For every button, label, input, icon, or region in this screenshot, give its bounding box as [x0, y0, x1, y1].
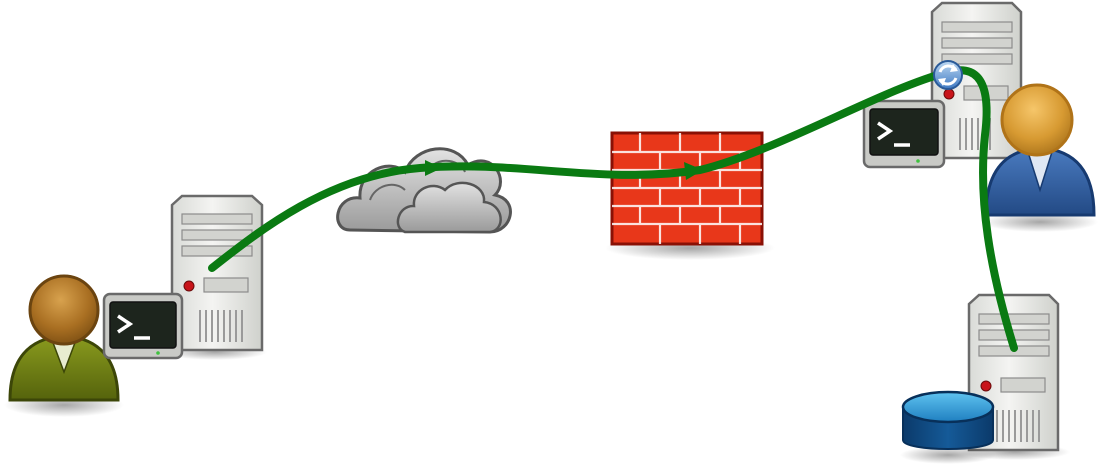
user-left-icon — [4, 274, 124, 417]
firewall-icon — [605, 131, 775, 260]
arrow-marker-firewall — [684, 162, 703, 180]
terminal-right-icon — [862, 99, 946, 169]
database-icon — [900, 390, 996, 464]
terminal-left-icon — [102, 292, 184, 360]
sync-icon — [933, 60, 963, 90]
user-right-icon — [982, 83, 1098, 232]
cloud-icon — [336, 147, 512, 234]
arrow-marker-cloud — [425, 160, 442, 176]
connection-path — [208, 66, 1018, 352]
